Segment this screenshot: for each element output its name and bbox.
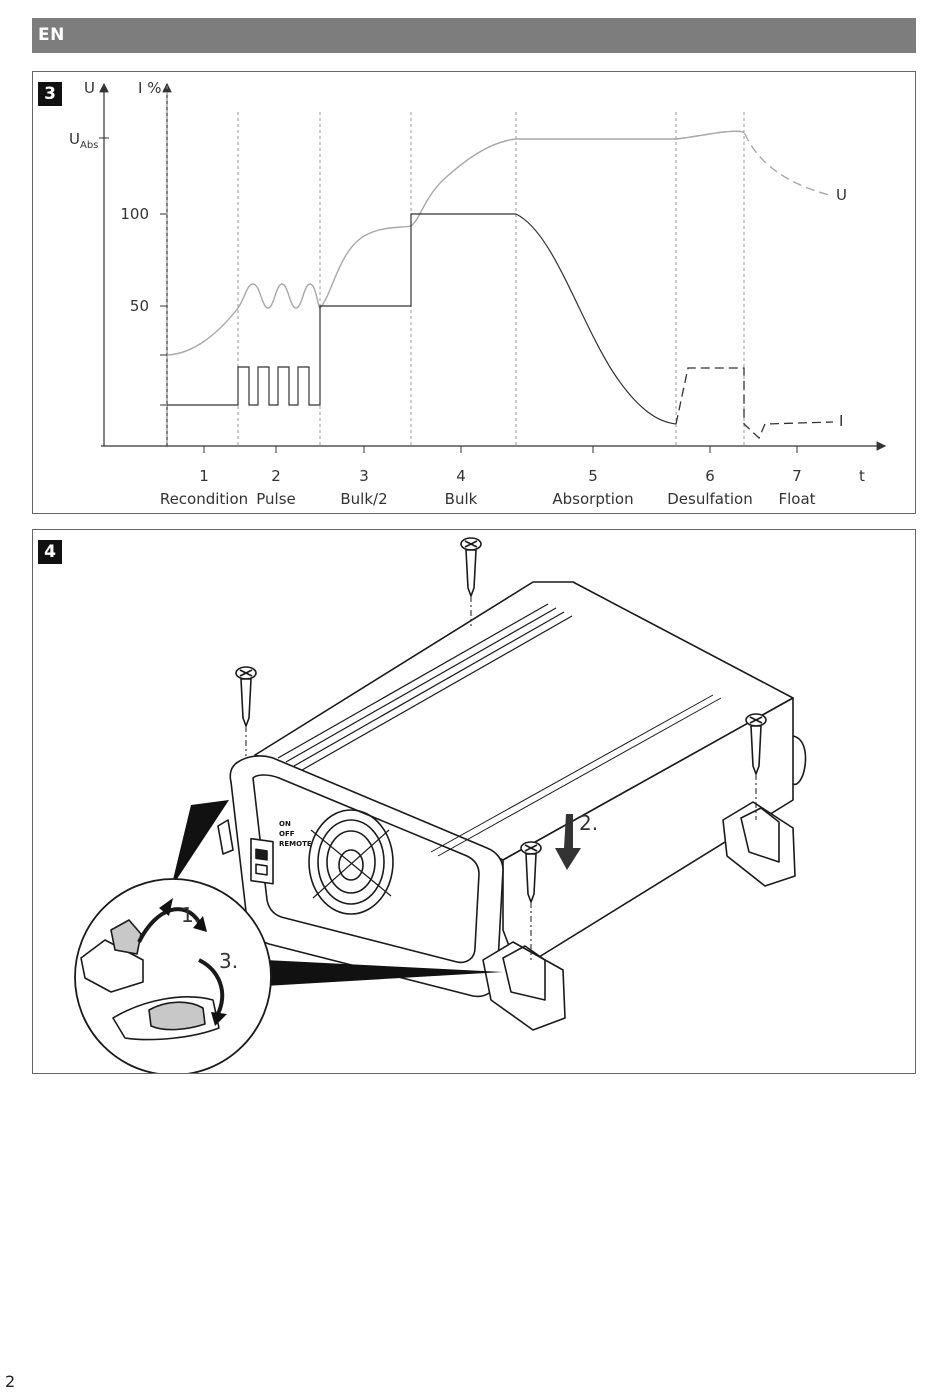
mounting-foot-back-left [217, 819, 234, 855]
phase-5-name: Absorption [552, 490, 633, 508]
power-switch [250, 837, 274, 885]
switch-label-on: ON [279, 820, 291, 828]
step-3-label: 3. [219, 949, 238, 973]
y-axis-u-label: U [84, 79, 95, 97]
rotate-arrow-step-3-icon [198, 958, 225, 1017]
charger-side-face [502, 697, 794, 971]
rotate-arrow-step-1-icon [159, 898, 173, 916]
charging-curve-diagram: U I % UAbs 100 50 t U I 1 Recondition 2 … [69, 79, 887, 508]
y-tick-50: 50 [130, 297, 149, 315]
y-axis-i-label: I % [138, 79, 161, 97]
voltage-curve-u-float [675, 130, 834, 197]
phase-5-number: 5 [588, 467, 598, 485]
phase-6-name: Desulfation [667, 490, 752, 508]
phase-1-number: 1 [199, 467, 209, 485]
step-1-label: 1. [181, 903, 200, 927]
phase-7-name: Float [778, 490, 815, 508]
screw-icon-left [235, 666, 257, 727]
y-tick-100: 100 [120, 205, 149, 223]
phase-4-name: Bulk [445, 490, 478, 508]
fan-icon [308, 809, 394, 915]
phase-3-number: 3 [359, 467, 369, 485]
mounting-foot-right [722, 801, 796, 887]
u-abs-label: UAbs [69, 130, 98, 151]
screw-icon-top [460, 537, 482, 597]
screw-icon-front [520, 841, 542, 903]
phase-4-number: 4 [456, 467, 466, 485]
current-curve-i [167, 213, 677, 425]
x-axis-label-t: t [859, 467, 865, 485]
phase-2-number: 2 [271, 467, 281, 485]
voltage-curve-u [166, 130, 745, 356]
step-2-label: 2. [579, 811, 598, 835]
current-curve-i-dashed [675, 367, 834, 440]
switch-label-remote: REMOTE [279, 840, 312, 848]
phase-2-name: Pulse [256, 490, 296, 508]
language-code: EN [38, 25, 65, 45]
figure-4-number: 4 [38, 540, 62, 564]
screw-icon-right [745, 713, 767, 775]
phase-6-number: 6 [705, 467, 715, 485]
phase-7-number: 7 [792, 467, 802, 485]
curve-u-label: U [836, 186, 847, 204]
switch-label-off: OFF [279, 830, 295, 838]
page-number: 2 [5, 1372, 16, 1391]
figure-4-panel: 4 [32, 529, 916, 1074]
figure-3-panel: 3 [32, 71, 916, 514]
phase-3-name: Bulk/2 [340, 490, 387, 508]
figure-3-number: 3 [38, 82, 62, 106]
language-header-bar: EN [32, 18, 916, 53]
mounting-foot-front [482, 941, 566, 1031]
phase-1-name: Recondition [160, 490, 248, 508]
mounting-illustration: ON OFF REMOTE 1. 2. 3. [74, 537, 807, 1073]
push-down-arrow-icon [555, 814, 581, 870]
curve-i-label: I [839, 412, 843, 430]
